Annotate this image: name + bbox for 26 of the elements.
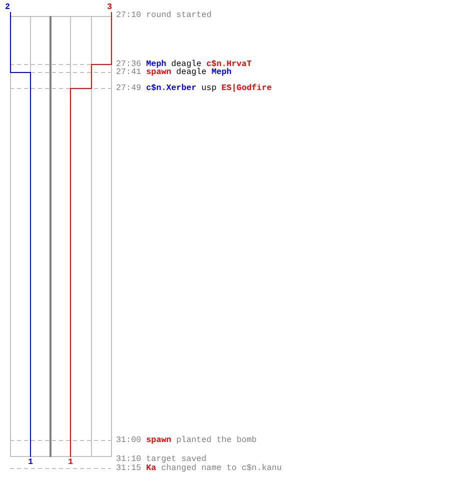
player-name: c$n.HrvaT: [206, 59, 252, 69]
player-name: spawn: [146, 435, 172, 445]
timestamp: 31:10: [116, 454, 142, 464]
timestamp: 27:10: [116, 10, 142, 20]
player-name: ES|Godfire: [221, 83, 272, 93]
event-text: planted the bomb: [176, 435, 257, 445]
team-count: 2: [5, 3, 10, 12]
team-count: 1: [28, 458, 34, 467]
player-name: spawn: [146, 67, 172, 77]
event-text: deagle: [171, 59, 202, 69]
event-text: round started: [146, 10, 212, 20]
team-count: 3: [107, 3, 112, 12]
timestamp: 27:49: [116, 83, 142, 93]
event-text: deagle: [176, 67, 206, 77]
player-name: Meph: [211, 67, 232, 77]
event-text: usp: [201, 83, 216, 93]
team-count: 1: [68, 458, 74, 467]
timestamp: 27:36: [116, 59, 142, 69]
event-text: changed name to c$n.kanu: [161, 463, 282, 473]
timestamp: 31:15: [116, 463, 142, 473]
player-name: Meph: [146, 59, 166, 69]
event-text: target saved: [146, 454, 206, 464]
timestamp: 27:41: [116, 67, 142, 77]
timestamp: 31:00: [116, 435, 142, 445]
player-name: Ka: [146, 463, 156, 473]
player-name: c$n.Xerber: [146, 83, 196, 93]
